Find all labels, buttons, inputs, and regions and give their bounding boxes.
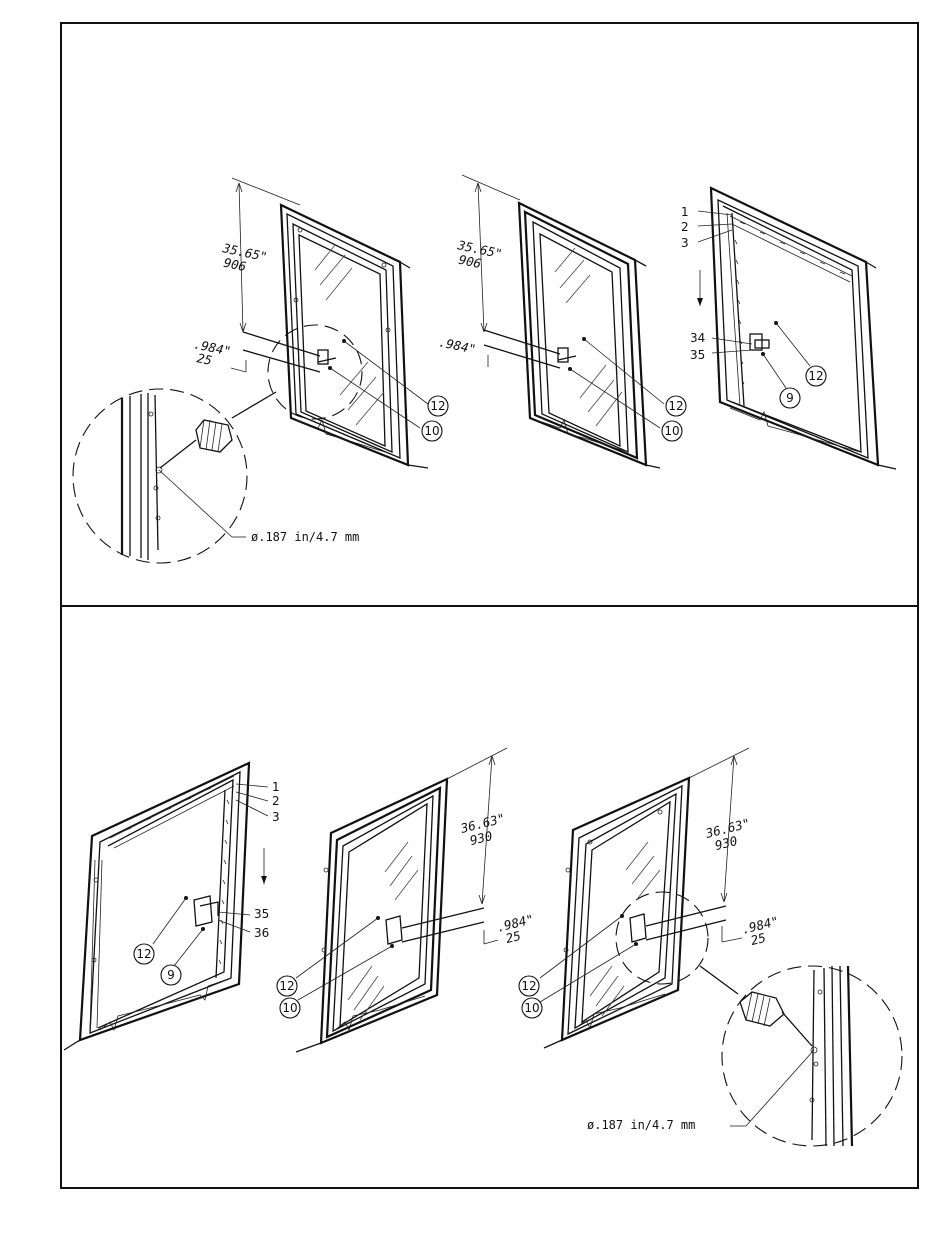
callout-bubbles: 12 10 12 10 9 12 12 9 12 10 12 10 [134,366,826,1018]
callout-12: 12 [668,399,683,413]
part-label-35: 35 [690,348,705,362]
top-panel-frame [61,23,918,606]
callout-9: 9 [167,968,175,982]
door-view-2 [462,175,664,468]
door-view-5 [296,748,507,1052]
callout-12: 12 [279,979,294,993]
callout-10: 10 [424,424,439,438]
dim-bot2-offset-mm: 25 [749,930,767,948]
callout-12: 12 [430,399,445,413]
door-view-1 [231,178,428,468]
callout-12: 12 [136,947,151,961]
part-label-34: 34 [690,331,705,345]
part-label-36: 36 [254,926,269,940]
drill-note-bottom: ø.187 in/4.7 mm [587,1118,695,1132]
callout-10: 10 [282,1001,297,1015]
callout-12: 12 [521,979,536,993]
part-label-1: 1 [681,205,689,219]
callout-10: 10 [664,424,679,438]
drill-note-top: ø.187 in/4.7 mm [251,530,359,544]
part-label-2: 2 [681,220,689,234]
part-label-3: 3 [681,236,689,250]
part-label-1: 1 [272,780,280,794]
part-label-2: 2 [272,794,280,808]
door-view-4 [64,763,268,1050]
dim-top1-offset-mm: 25 [196,350,214,368]
part-label-35: 35 [254,907,269,921]
dim-top2-offset-in: .984" [437,334,477,356]
dim-top1-height-mm: 906 [222,255,247,274]
callout-9: 9 [786,391,794,405]
drill-detail-bottom: ø.187 in/4.7 mm [587,966,902,1146]
callout-12: 12 [808,369,823,383]
part-label-3: 3 [272,810,280,824]
door-view-6 [540,748,749,1048]
bottom-panel-frame [61,606,918,1188]
door-view-3 [697,188,896,469]
callout-10: 10 [524,1001,539,1015]
dim-bot1-offset-mm: 25 [504,928,522,946]
dim-top2-height-mm: 906 [457,252,482,271]
